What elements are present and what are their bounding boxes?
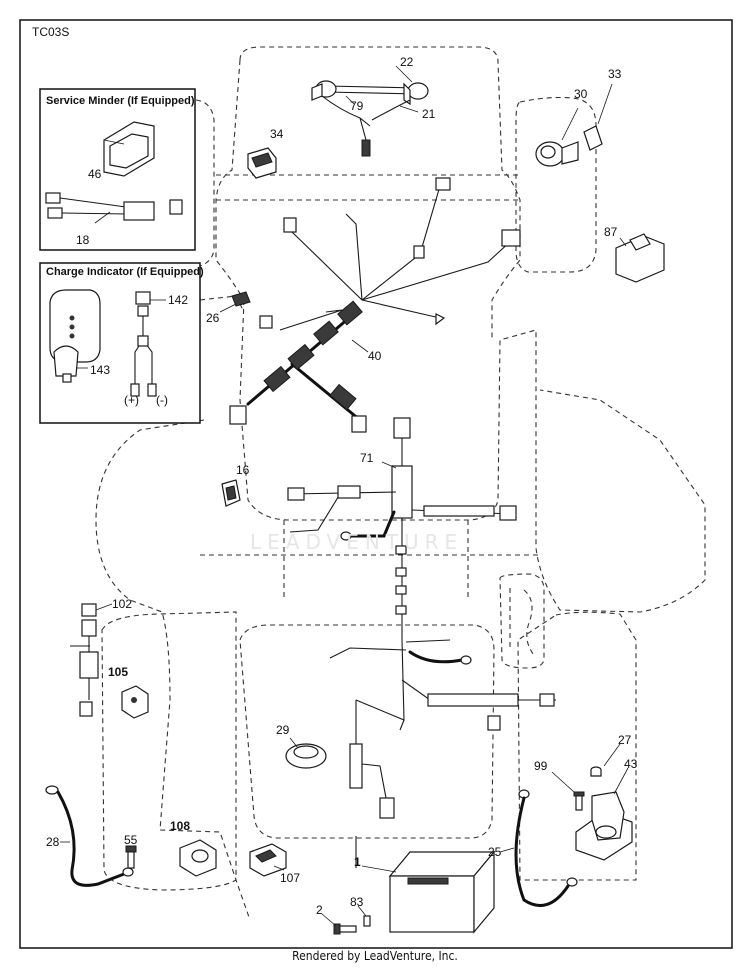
part-108	[179, 839, 217, 877]
callout-27: 27	[618, 733, 632, 747]
fuse-holder	[221, 479, 241, 507]
callout-102: 102	[112, 597, 132, 611]
callout-29: 29	[276, 723, 290, 737]
callout-107: 107	[280, 871, 300, 885]
pto-switch	[615, 233, 665, 283]
callout-71: 71	[360, 451, 374, 465]
service-minder-module	[103, 121, 155, 177]
part-107	[249, 843, 287, 877]
diagram-frame	[19, 19, 733, 949]
callout-30: 30	[574, 87, 588, 101]
bolt-2	[321, 913, 357, 935]
part-29	[285, 737, 327, 769]
headlight-assembly	[311, 65, 429, 157]
callout-labels: 22 79 21 34 30 33 87 46 18 142 143 26 40…	[46, 55, 638, 917]
callout-22: 22	[400, 55, 414, 69]
harness-71	[287, 417, 556, 819]
tractor-outline	[95, 46, 706, 921]
cable-25	[499, 789, 578, 908]
callout-87: 87	[604, 225, 618, 239]
relay-26	[219, 291, 251, 313]
cable-28	[45, 785, 134, 887]
callout-21: 21	[422, 107, 436, 121]
charge-indicator-box: Charge Indicator (If Equipped) (+) (-)	[39, 262, 204, 424]
callout-99: 99	[534, 759, 548, 773]
charge-indicator-gauge	[49, 289, 101, 383]
ignition-switch	[535, 83, 613, 167]
main-harness	[229, 177, 521, 433]
terminal-minus-label: (-)	[156, 393, 168, 407]
callout-83: 83	[350, 895, 364, 909]
callout-1: 1	[354, 855, 361, 869]
bolt-99	[551, 771, 585, 811]
starter-solenoid	[575, 743, 633, 861]
callout-43: 43	[624, 757, 638, 771]
callout-105: 105	[108, 665, 128, 679]
service-minder-title: Service Minder (If Equipped)	[46, 95, 195, 107]
callout-18: 18	[76, 233, 90, 247]
diagram-code: TC03S	[32, 25, 69, 39]
footer-credit: Rendered by LeadVenture, Inc.	[292, 949, 458, 963]
callout-33: 33	[608, 67, 622, 81]
callout-108: 108	[170, 819, 190, 833]
battery	[355, 836, 496, 934]
switch-34	[247, 147, 277, 179]
callout-2: 2	[316, 903, 323, 917]
callout-25: 25	[488, 845, 502, 859]
terminal-plus-label: (+)	[124, 393, 139, 407]
charge-indicator-title: Charge Indicator (If Equipped)	[46, 266, 204, 278]
service-minder-box: Service Minder (If Equipped)	[39, 88, 196, 251]
callout-28: 28	[46, 835, 60, 849]
callout-46: 46	[88, 167, 102, 181]
service-minder-harness	[45, 192, 183, 224]
bolt-55	[125, 845, 137, 869]
charge-indicator-harness: (+) (-)	[76, 291, 168, 407]
callout-79: 79	[350, 99, 364, 113]
callout-142: 142	[168, 293, 188, 307]
watermark: LEADVENTURE	[250, 530, 464, 554]
callout-16: 16	[236, 463, 250, 477]
part-105	[121, 685, 149, 719]
part-102	[70, 603, 113, 717]
callout-40: 40	[368, 349, 382, 363]
callout-55: 55	[124, 833, 138, 847]
callout-26: 26	[206, 311, 220, 325]
callout-34: 34	[270, 127, 284, 141]
callout-143: 143	[90, 363, 110, 377]
nut-83	[357, 905, 371, 927]
